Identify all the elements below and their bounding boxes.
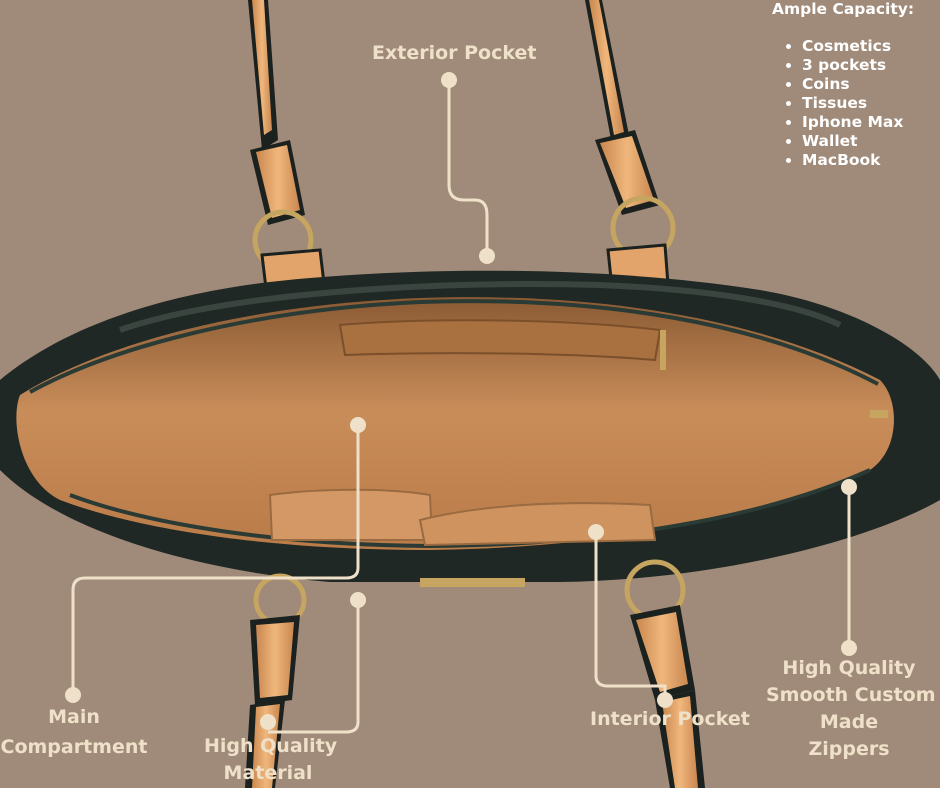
capacity-title: Ample Capacity: bbox=[772, 0, 915, 18]
callout-main-line1: Main bbox=[48, 706, 100, 728]
capacity-item: Wallet bbox=[802, 132, 914, 151]
capacity-item: Cosmetics bbox=[802, 37, 914, 56]
strap-right-top bbox=[585, 0, 676, 290]
callout-line-material bbox=[268, 600, 360, 734]
capacity-item: Tissues bbox=[802, 94, 914, 113]
callout-zippers-line3: Made bbox=[819, 711, 879, 733]
callout-interior-pocket-text: Interior Pocket bbox=[590, 708, 750, 730]
capacity-panel: Ample Capacity: Cosmetics 3 pockets Coin… bbox=[772, 0, 914, 170]
capacity-list: Cosmetics 3 pockets Coins Tissues Iphone… bbox=[772, 37, 914, 170]
callout-interior-pocket: Interior Pocket bbox=[590, 706, 750, 733]
callout-line-interior bbox=[594, 532, 667, 700]
callout-dot-main-top bbox=[350, 417, 366, 433]
strap-left-top bbox=[248, 0, 328, 307]
capacity-item: Iphone Max bbox=[802, 113, 914, 132]
callout-dot-interior-end bbox=[657, 692, 673, 708]
callout-dot-exterior-top bbox=[441, 72, 457, 88]
callout-exterior-pocket-text: Exterior Pocket bbox=[372, 42, 537, 64]
callout-dot-material-top bbox=[350, 592, 366, 608]
callout-line-exterior bbox=[447, 80, 489, 255]
callout-zippers: High Quality Smooth Custom Made Zippers bbox=[766, 655, 936, 763]
callout-dot-zipper-top bbox=[841, 479, 857, 495]
callout-dot-zipper-end bbox=[841, 640, 857, 656]
callout-zippers-line4: Zippers bbox=[808, 738, 890, 760]
bag-interior-lining bbox=[16, 297, 894, 550]
callout-dot-material-end bbox=[260, 714, 276, 730]
callout-main-line2: Compartment bbox=[0, 736, 148, 758]
callout-material-line2: Material bbox=[223, 762, 313, 784]
capacity-item: 3 pockets bbox=[802, 56, 914, 75]
callout-exterior-pocket: Exterior Pocket bbox=[372, 40, 536, 67]
callout-line-main bbox=[71, 425, 360, 695]
callout-zippers-line1: High Quality bbox=[782, 657, 916, 679]
callout-high-quality-material: High Quality Material bbox=[204, 733, 338, 787]
callout-dot-exterior-end bbox=[479, 248, 495, 264]
callout-material-line1: High Quality bbox=[204, 735, 338, 757]
capacity-item: Coins bbox=[802, 75, 914, 94]
callout-dot-interior-top bbox=[588, 524, 604, 540]
callout-zippers-line2: Smooth Custom bbox=[766, 684, 936, 706]
strap-right-bottom bbox=[624, 559, 705, 788]
callout-dot-main-end bbox=[65, 687, 81, 703]
callout-main-compartment: Main Compartment bbox=[0, 704, 152, 761]
capacity-item: MacBook bbox=[802, 151, 914, 170]
